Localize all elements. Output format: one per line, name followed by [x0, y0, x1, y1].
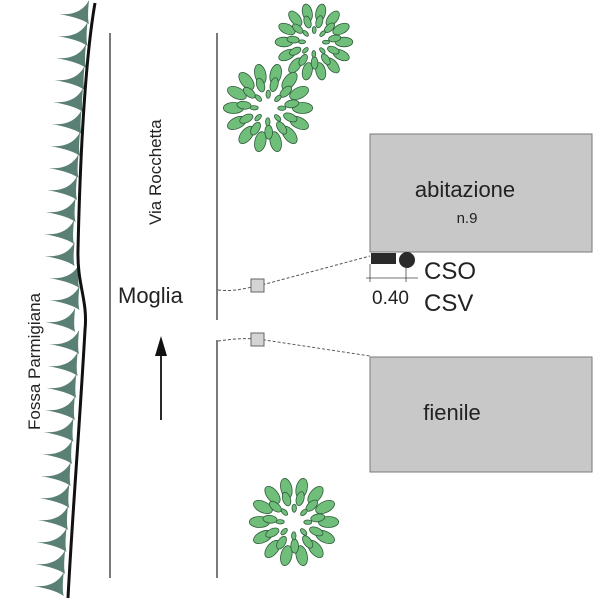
grass-tuft-icon — [37, 506, 68, 530]
house-number: n.9 — [457, 210, 478, 227]
direction-arrow — [155, 336, 167, 420]
grass-tuft-icon — [51, 110, 82, 134]
grass-tuft-icon — [45, 308, 76, 332]
manhole-barn — [250, 332, 265, 347]
canal-bank-grass — [33, 0, 90, 596]
grass-tuft-icon — [33, 572, 64, 596]
grass-tuft-icon — [49, 264, 80, 288]
grass-tuft-icon — [44, 396, 75, 420]
barn-label: fienile — [423, 400, 480, 425]
grass-tuft-icon — [50, 132, 81, 156]
grass-tuft-icon — [59, 0, 90, 24]
grass-tuft-icon — [54, 66, 85, 90]
grass-tuft-icon — [47, 352, 78, 376]
trees — [222, 3, 354, 566]
building-abitazione — [369, 133, 593, 253]
grass-tuft-icon — [42, 440, 73, 464]
dimension-label: 0.40 — [372, 288, 409, 309]
grass-tuft-icon — [48, 154, 79, 178]
canal-bank-line — [66, 2, 97, 599]
grass-tuft-icon — [44, 220, 75, 244]
grass-tuft-icon — [53, 88, 84, 112]
cso-label: CSO — [424, 258, 476, 285]
grass-tuft-icon — [49, 330, 80, 354]
grass-tuft-icon — [40, 462, 71, 486]
tree-icon — [274, 3, 354, 81]
grass-tuft-icon — [56, 44, 87, 68]
road-label: Via Rocchetta — [146, 119, 165, 225]
grass-tuft-icon — [36, 528, 67, 552]
grass-tuft-icon — [35, 550, 66, 574]
dimension-line — [366, 264, 418, 282]
csv-well — [399, 252, 415, 268]
csv-label: CSV — [424, 290, 473, 317]
direction-label: Moglia — [118, 283, 184, 308]
house-label: abitazione — [415, 177, 515, 202]
grass-tuft-icon — [49, 286, 80, 310]
grass-tuft-icon — [47, 176, 78, 200]
grass-tuft-icon — [46, 374, 77, 398]
tree-icon — [222, 64, 314, 152]
grass-tuft-icon — [39, 484, 70, 508]
tree-icon — [248, 478, 340, 566]
grass-tuft-icon — [57, 22, 88, 46]
building-fienile — [369, 356, 593, 473]
pipe-barn — [217, 338, 371, 357]
grass-tuft-icon — [45, 198, 76, 222]
pipe-house — [217, 255, 371, 291]
canal-label: Fossa Parmigiana — [25, 292, 44, 430]
grass-tuft-icon — [43, 418, 74, 442]
grass-tuft-icon — [44, 242, 75, 266]
manhole-house — [250, 278, 265, 293]
cso-tank — [371, 253, 396, 264]
